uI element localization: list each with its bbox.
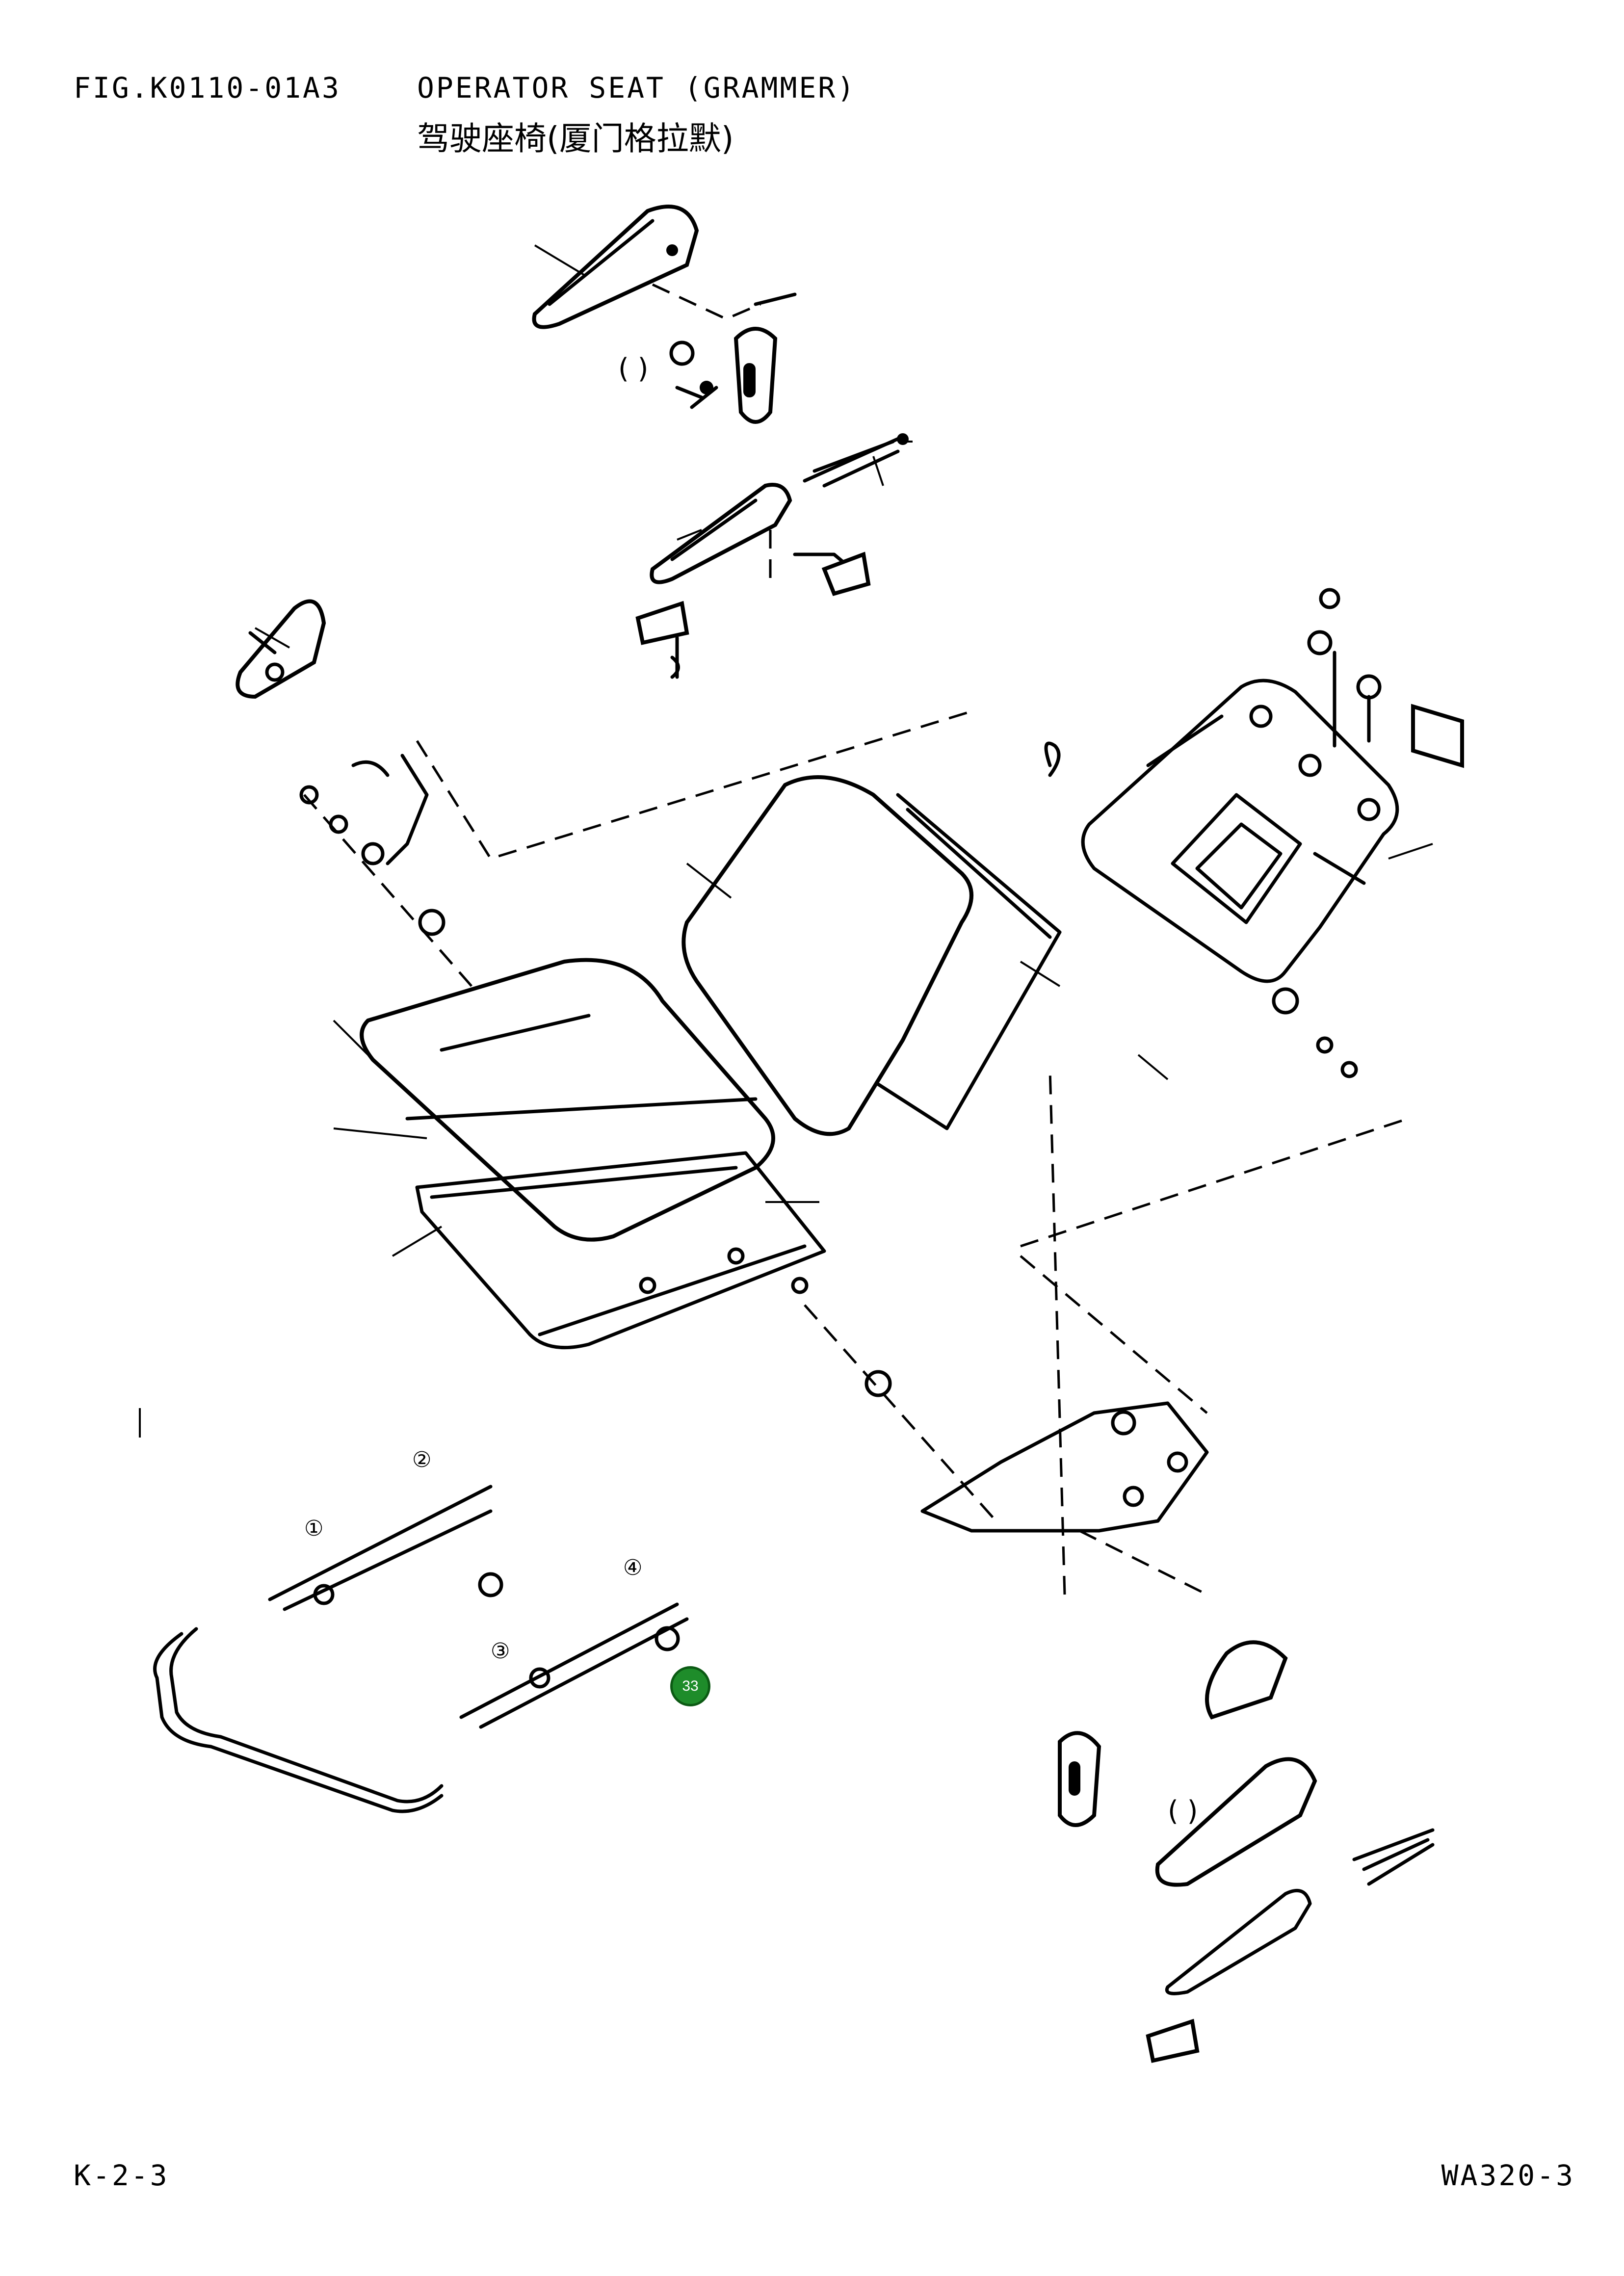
part-callout-33[interactable]: 33: [670, 1666, 710, 1706]
recline-lever-upper: [635, 433, 913, 679]
page-number: K-2-3: [74, 2159, 169, 2192]
backrest-cushion: [681, 775, 1062, 1136]
rail-marker-2: ②: [412, 1447, 431, 1472]
rail-marker-4: ④: [623, 1555, 642, 1580]
seat-mechanism-bracket: [804, 1069, 1409, 1596]
armrest-right: [1058, 1640, 1435, 2063]
figure-title-english: OPERATOR SEAT (GRAMMER): [417, 71, 857, 105]
hinge-bolts-left: [299, 710, 972, 992]
side-cover-left: [236, 599, 326, 699]
figure-title-chinese: 驾驶座椅(厦门格拉默): [417, 120, 734, 157]
leader-lines: [255, 244, 1433, 1257]
rail-marker-1: ①: [304, 1516, 323, 1541]
slide-rail-markers: ① ② ③ ④: [304, 1447, 642, 1664]
base-frame-rails: [153, 1485, 689, 1813]
parentheses-mark-upper: ( ): [618, 353, 649, 385]
seat-pan: [405, 1097, 826, 1350]
armrest-left: [532, 205, 797, 329]
figure-number: FIG.K0110-01A3: [74, 71, 341, 105]
model-number: WA320-3: [1441, 2159, 1575, 2192]
rail-marker-3: ③: [491, 1639, 510, 1664]
backrest-frame: [1044, 588, 1464, 1078]
parentheses-mark-lower: ( ): [1168, 1795, 1198, 1827]
armrest-bracket-left: [669, 327, 778, 424]
